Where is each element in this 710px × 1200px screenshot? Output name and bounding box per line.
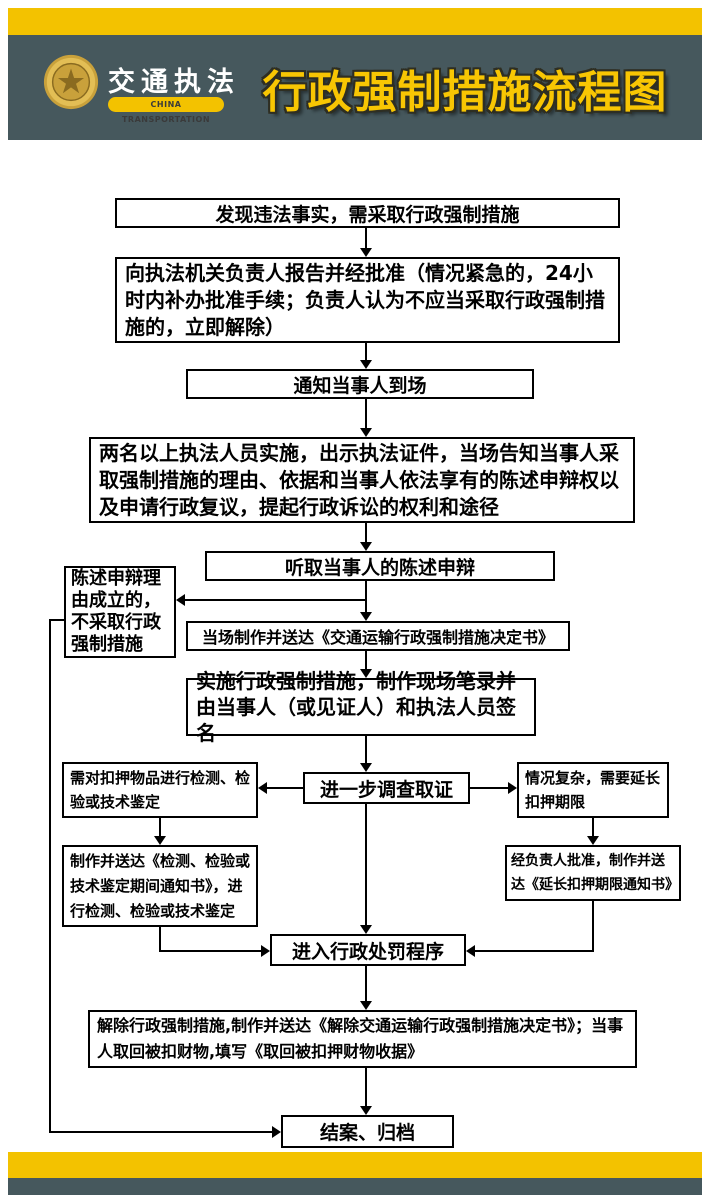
node-complex-extend: 情况复杂，需要延长扣押期限 — [517, 762, 669, 818]
arrow-down-icon — [360, 669, 372, 678]
connector-line — [185, 599, 366, 601]
node-statement-valid-text: 陈述申辩理由成立的，不采取行政强制措施 — [71, 568, 161, 655]
connector-line — [49, 1131, 272, 1133]
connector-line — [365, 804, 367, 927]
connector-line — [365, 966, 367, 1003]
node-lift-measures: 解除行政强制措施,制作并送达《解除交通运输行政强制措施决定书》；当事人取回被扣财… — [88, 1010, 637, 1068]
node-implement-record-text: 实施行政强制措施，制作现场笔录并由当事人（或见证人）和执法人员签名 — [196, 669, 516, 745]
node-close-case: 结案、归档 — [281, 1115, 454, 1148]
connector-line — [159, 950, 261, 952]
arrow-down-icon — [154, 836, 166, 845]
arrow-left-icon — [466, 945, 475, 957]
node-need-inspection-text: 需对扣押物品进行检测、检验或技术鉴定 — [70, 769, 251, 811]
bottom-accent-bar — [8, 1152, 702, 1178]
arrow-left-icon — [258, 782, 267, 794]
arrow-left-icon — [176, 594, 185, 606]
node-notify-party-text: 通知当事人到场 — [293, 374, 427, 397]
node-further-investigation: 进一步调查取证 — [303, 772, 470, 804]
node-deliver-decision-text: 当场制作并送达《交通运输行政强制措施决定书》 — [201, 628, 554, 647]
node-statement-valid: 陈述申辩理由成立的，不采取行政强制措施 — [64, 566, 176, 658]
arrow-down-icon — [360, 360, 372, 369]
arrow-right-icon — [261, 945, 270, 957]
node-further-investigation-text: 进一步调查取证 — [319, 778, 453, 801]
node-inspection-notice-text: 制作并送达《检测、检验或技术鉴定期间通知书》，进行检测、检验或技术鉴定 — [70, 851, 251, 920]
arrow-down-icon — [360, 1106, 372, 1115]
arrow-down-icon — [360, 428, 372, 437]
node-start: 发现违法事实，需采取行政强制措施 — [115, 198, 620, 228]
arrow-down-icon — [360, 612, 372, 621]
brand-subtitle: CHINA TRANSPORTATION — [108, 97, 224, 124]
footer-band — [8, 1178, 702, 1195]
node-complex-extend-text: 情况复杂，需要延长扣押期限 — [525, 769, 661, 811]
node-implement-record: 实施行政强制措施，制作现场笔录并由当事人（或见证人）和执法人员签名 — [186, 669, 536, 745]
arrow-down-icon — [360, 925, 372, 934]
node-notify-party: 通知当事人到场 — [186, 369, 534, 399]
brand-name: 交通执法 — [108, 67, 240, 98]
connector-line — [267, 787, 303, 789]
node-enforce-inform-text: 两名以上执法人员实施，出示执法证件，当场告知当事人采取强制措施的理由、依据和当事… — [99, 440, 619, 519]
node-enforce-inform: 两名以上执法人员实施，出示执法证件，当场告知当事人采取强制措施的理由、依据和当事… — [89, 437, 635, 523]
node-inspection-notice: 制作并送达《检测、检验或技术鉴定期间通知书》，进行检测、检验或技术鉴定 — [62, 845, 258, 927]
connector-line — [365, 399, 367, 430]
node-lift-measures-text: 解除行政强制措施,制作并送达《解除交通运输行政强制措施决定书》；当事人取回被扣财… — [97, 1016, 624, 1061]
node-need-inspection: 需对扣押物品进行检测、检验或技术鉴定 — [62, 762, 258, 818]
connector-line — [159, 818, 161, 838]
top-accent-bar — [8, 8, 702, 35]
connector-line — [470, 787, 508, 789]
node-extension-notice-text: 经负责人批准，制作并送达《延长扣押期限通知书》 — [511, 853, 679, 893]
connector-line — [475, 950, 594, 952]
node-deliver-decision: 当场制作并送达《交通运输行政强制措施决定书》 — [186, 621, 570, 651]
connector-line — [365, 1068, 367, 1108]
connector-line — [365, 523, 367, 544]
connector-line — [592, 901, 594, 952]
connector-line — [592, 818, 594, 838]
connector-line — [365, 343, 367, 362]
arrow-right-icon — [272, 1126, 281, 1138]
node-hear-statement: 听取当事人的陈述申辩 — [205, 551, 555, 581]
connector-line — [49, 619, 66, 621]
connector-line — [49, 619, 51, 1133]
arrow-down-icon — [360, 1001, 372, 1010]
node-hear-statement-text: 听取当事人的陈述申辩 — [284, 556, 475, 579]
poster-title: 行政强制措施流程图 — [262, 67, 668, 118]
arrow-right-icon — [508, 782, 517, 794]
node-close-case-text: 结案、归档 — [319, 1122, 415, 1144]
arrow-down-icon — [360, 542, 372, 551]
node-extension-notice: 经负责人批准，制作并送达《延长扣押期限通知书》 — [505, 845, 681, 901]
arrow-down-icon — [360, 763, 372, 772]
connector-line — [365, 581, 367, 614]
arrow-down-icon — [360, 248, 372, 257]
connector-line — [365, 228, 367, 250]
node-report-approval-text: 向执法机关负责人报告并经批准（情况紧急的，24小时内补办批准手续；负责人认为不应… — [125, 260, 605, 339]
connector-line — [159, 927, 161, 952]
connector-line — [365, 651, 367, 671]
node-penalty-procedure-text: 进入行政处罚程序 — [291, 940, 444, 963]
header-band — [8, 35, 702, 140]
emblem-icon — [43, 54, 99, 110]
node-penalty-procedure: 进入行政处罚程序 — [270, 934, 466, 966]
node-start-text: 发现违法事实，需采取行政强制措施 — [215, 203, 520, 226]
node-report-approval: 向执法机关负责人报告并经批准（情况紧急的，24小时内补办批准手续；负责人认为不应… — [115, 257, 620, 343]
connector-line — [365, 736, 367, 765]
arrow-down-icon — [587, 836, 599, 845]
